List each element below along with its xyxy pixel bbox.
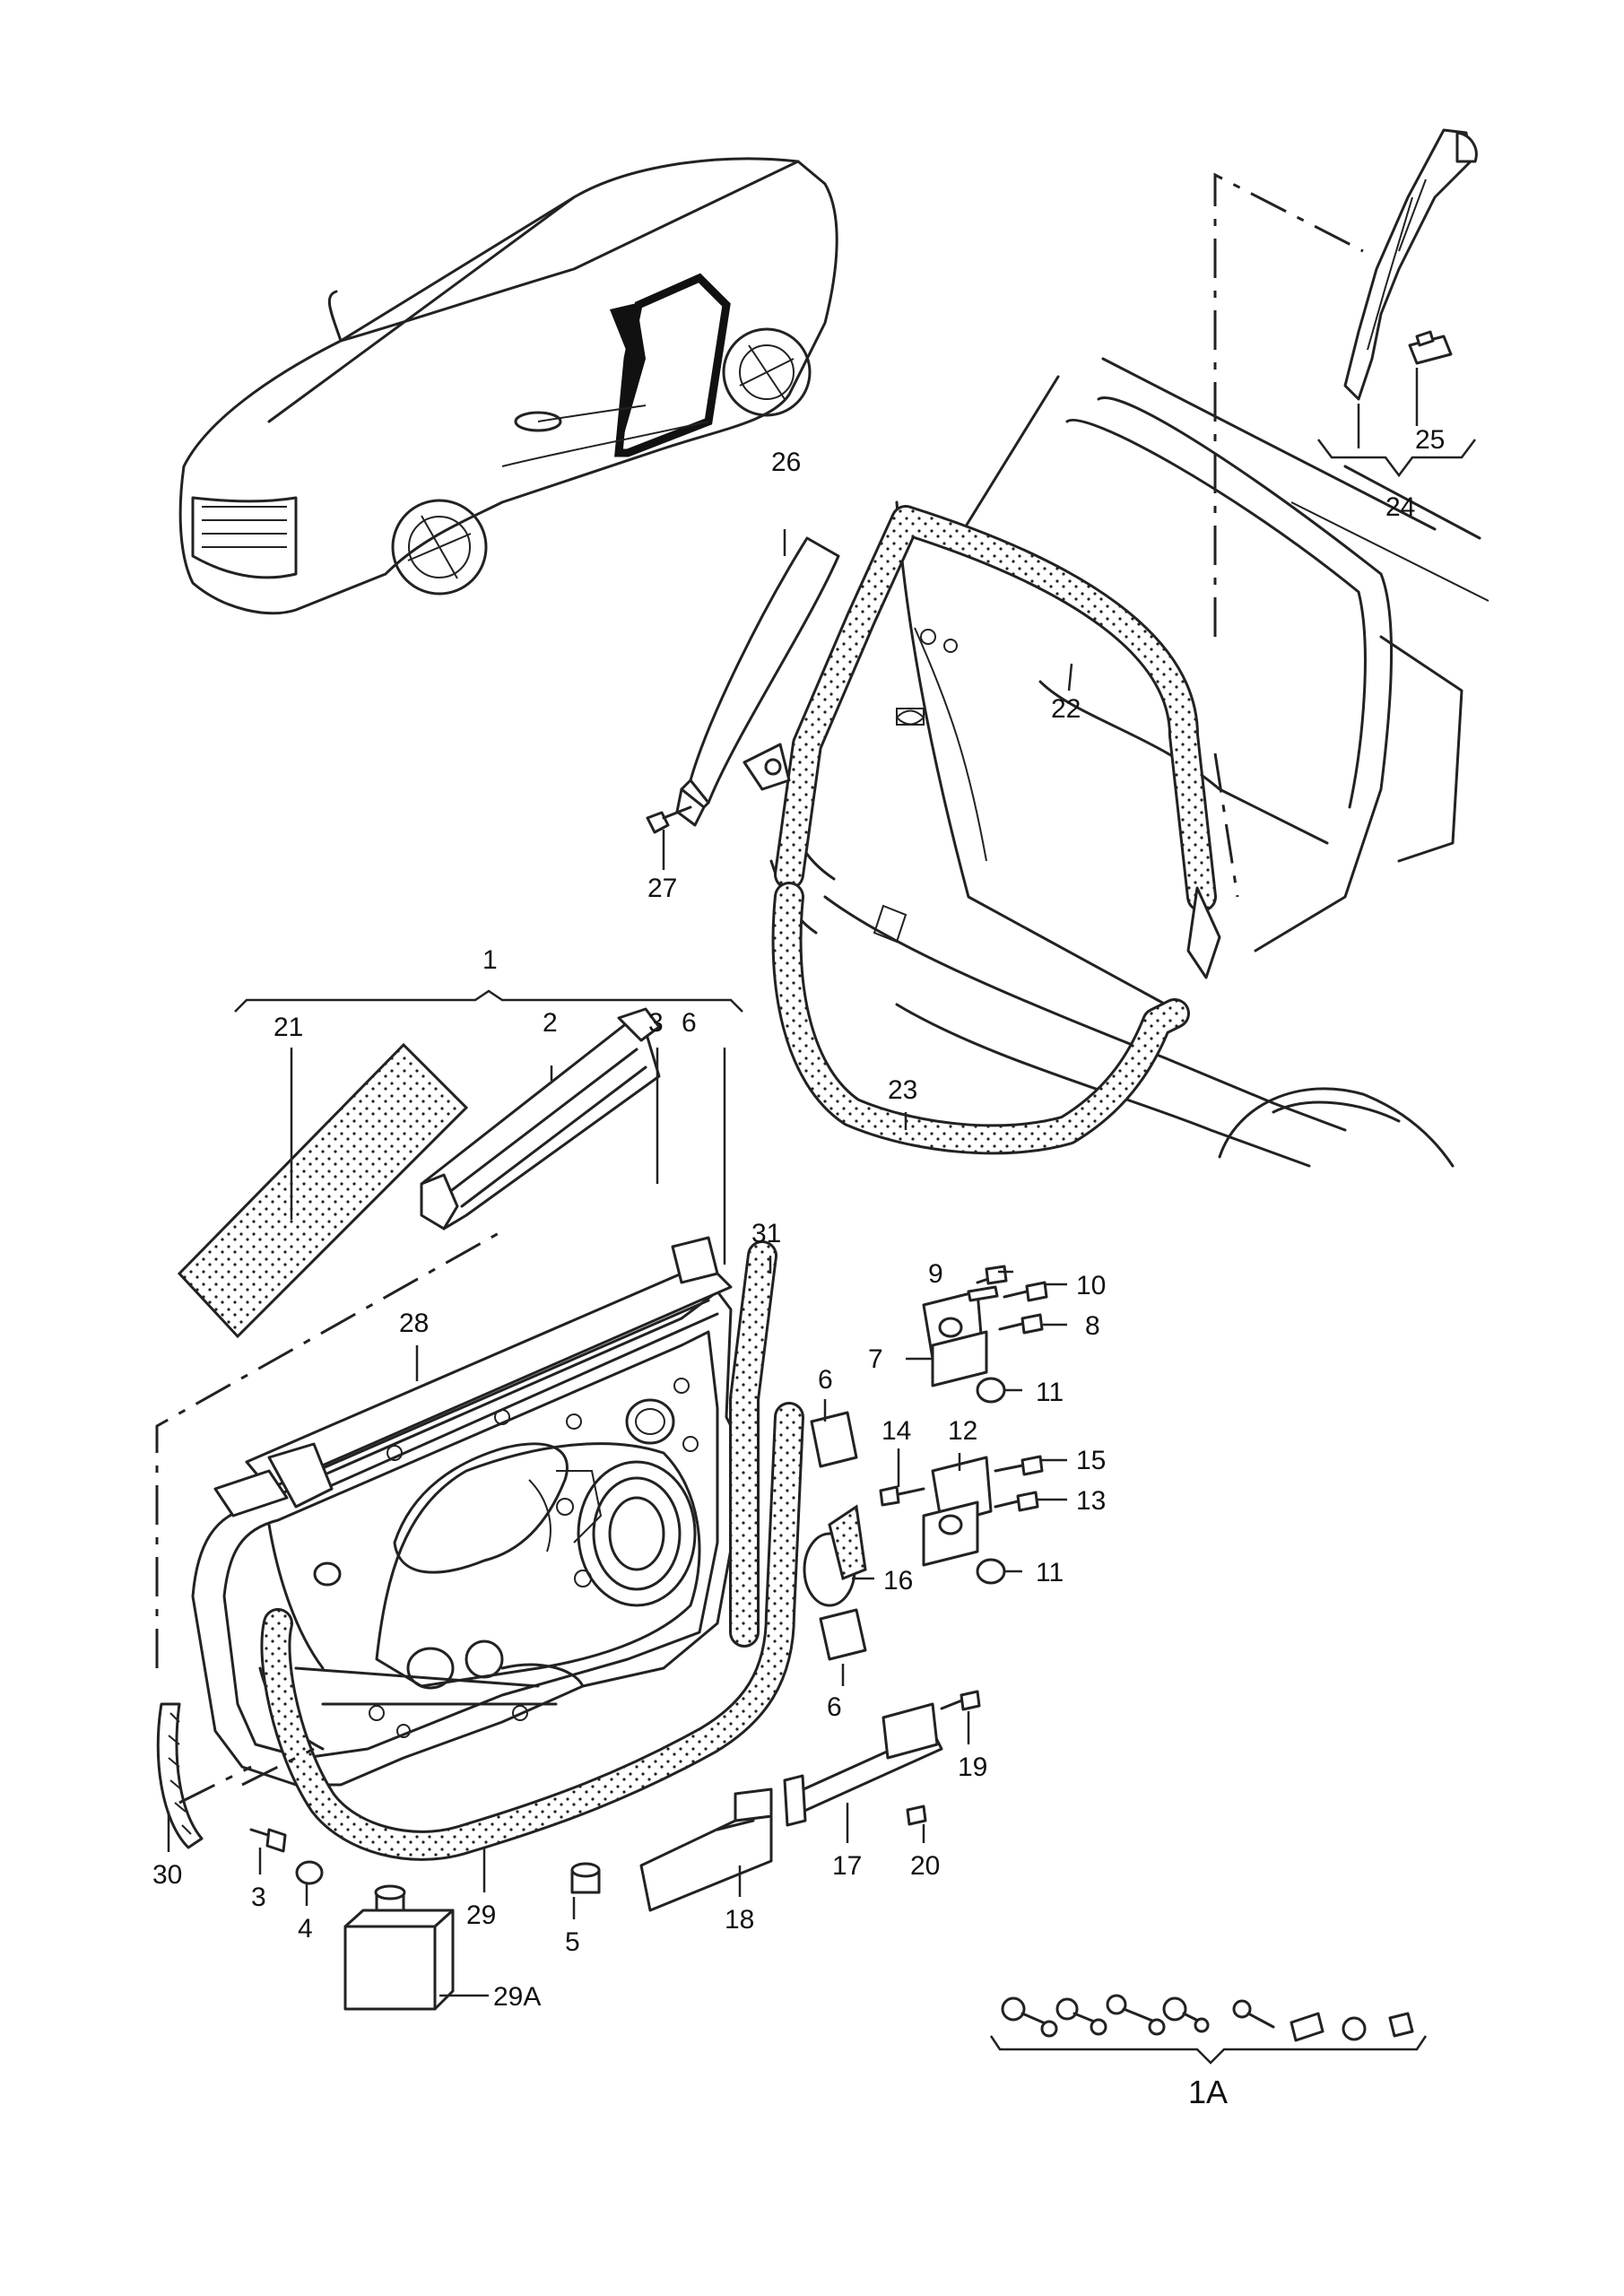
callout-26: 26 [771, 448, 801, 477]
wiring-grommet [803, 1504, 867, 1607]
callout-7: 7 [868, 1344, 883, 1374]
callout-27: 27 [647, 874, 677, 903]
hinge-pad-upper [810, 1411, 858, 1468]
lower-door-seal [771, 882, 1190, 1155]
plug-4 [295, 1860, 324, 1885]
callout-5: 5 [565, 1927, 580, 1957]
pillar-trim [675, 536, 840, 827]
callout-20: 20 [910, 1851, 940, 1881]
bottle-icon [343, 1884, 455, 2011]
door-seal-31 [729, 1240, 777, 1648]
window-channel [213, 1236, 733, 1518]
callout-13: 13 [1076, 1486, 1106, 1516]
door-wedge [639, 1787, 773, 1912]
cap-11-lower [976, 1558, 1006, 1585]
cap-11-upper [976, 1377, 1006, 1404]
callout-23: 23 [888, 1075, 917, 1105]
callout-10: 10 [1076, 1271, 1106, 1300]
window-trim-strip [1343, 128, 1478, 401]
bracket-24 [1317, 439, 1476, 478]
callout-labels: 26 27 22 23 25 24 1 21 2 3 6 31 28 9 10 … [152, 425, 1445, 2110]
callout-6-low: 6 [827, 1692, 842, 1722]
bracket-1 [234, 989, 743, 1013]
callout-11-upper: 11 [1036, 1378, 1064, 1407]
callout-16: 16 [883, 1566, 913, 1596]
callout-19: 19 [958, 1752, 987, 1782]
upper-door-seal [774, 505, 1221, 979]
door-bumper-bracket [156, 1702, 204, 1849]
hinge-icon-lower [922, 1456, 993, 1567]
dash-line-door-lower [178, 1747, 315, 1805]
hinge-pad-lower [819, 1608, 867, 1661]
callout-24: 24 [1385, 492, 1415, 522]
fastener-kit-icon [1001, 1994, 1414, 2042]
leader-lines [167, 368, 1419, 1997]
callout-29: 29 [466, 1900, 496, 1930]
bolt-icon-14 [879, 1485, 925, 1507]
dash-line-body [1213, 752, 1239, 898]
callout-25: 25 [1415, 425, 1445, 455]
callout-3-top: 3 [648, 1008, 664, 1038]
hinge-icon-upper [922, 1285, 999, 1387]
callout-6-mid: 6 [818, 1365, 833, 1395]
bolt-icon-13 [994, 1491, 1039, 1512]
callout-8: 8 [1085, 1311, 1100, 1341]
callout-6-top: 6 [682, 1008, 697, 1038]
callout-17: 17 [832, 1851, 862, 1881]
bolt-icon-3 [249, 1828, 287, 1853]
bolt-icon-27 [646, 805, 692, 834]
callout-14: 14 [881, 1416, 911, 1446]
callout-1: 1 [482, 945, 498, 975]
callout-18: 18 [725, 1905, 754, 1935]
callout-15: 15 [1076, 1446, 1106, 1475]
door-seal-29 [260, 1402, 804, 1861]
callout-21: 21 [274, 1013, 303, 1042]
bolt-icon-8 [998, 1313, 1044, 1335]
bushing-5 [570, 1862, 601, 1894]
callout-31: 31 [751, 1219, 781, 1248]
door-check-icon [783, 1690, 981, 1827]
car-icon [178, 157, 838, 615]
bolt-icon-10 [1003, 1281, 1048, 1302]
dash-line-trim [1213, 172, 1364, 637]
callout-12: 12 [948, 1416, 977, 1446]
callout-29A: 29A [493, 1982, 541, 2012]
callout-4: 4 [298, 1914, 313, 1944]
callout-30: 30 [152, 1860, 182, 1890]
door-insulation-pad [177, 1042, 469, 1339]
bolt-icon-15 [994, 1455, 1044, 1476]
callout-1A: 1A [1188, 2074, 1228, 2110]
callout-22: 22 [1051, 694, 1081, 724]
dash-line-door [155, 1227, 508, 1668]
callout-9: 9 [928, 1259, 943, 1289]
bolt-icon-9 [976, 1265, 1008, 1285]
callout-3-low: 3 [251, 1883, 266, 1912]
callout-11-lower: 11 [1036, 1558, 1064, 1587]
bracket-1A [989, 2035, 1428, 2065]
door-reinforcement [420, 1007, 661, 1231]
callout-28: 28 [399, 1309, 429, 1338]
callout-2: 2 [543, 1008, 558, 1038]
door-panel-icon [191, 1290, 746, 1787]
